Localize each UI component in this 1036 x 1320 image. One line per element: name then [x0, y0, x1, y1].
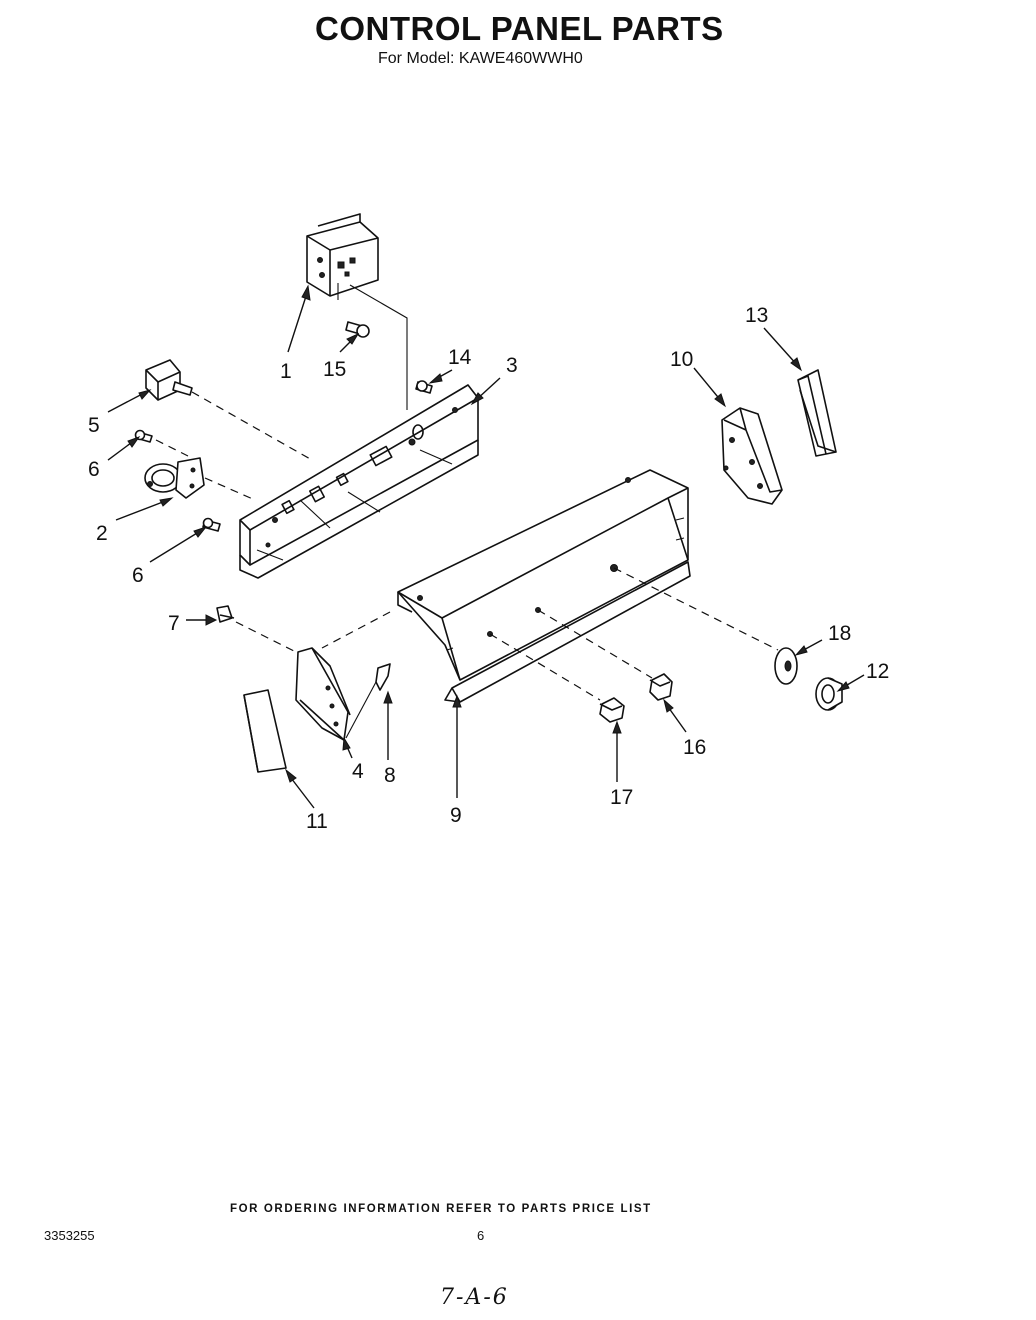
page-number: 6	[477, 1228, 485, 1243]
callout-10: 10	[670, 348, 693, 371]
handwritten-mark: 7-A-6	[440, 1285, 509, 1310]
part-5-switch	[145, 359, 193, 401]
callout-6-upper: 6	[88, 458, 100, 481]
part-11-end-insert	[243, 689, 287, 773]
callout-15: 15	[323, 358, 346, 381]
callout-9: 9	[450, 804, 462, 827]
part-15-screw	[345, 321, 370, 338]
callout-6-lower: 6	[132, 564, 144, 587]
callout-11: 11	[306, 810, 328, 833]
model-subtitle: For Model: KAWE460WWH0	[378, 50, 583, 67]
callout-18: 18	[828, 622, 851, 645]
callout-13: 13	[745, 304, 768, 327]
callout-17: 17	[610, 786, 633, 809]
leader-arrows	[107, 284, 865, 809]
callout-4: 4	[352, 760, 364, 783]
callout-2: 2	[96, 522, 108, 545]
callout-5: 5	[88, 414, 100, 437]
callout-12: 12	[866, 660, 889, 683]
callout-14: 14	[448, 346, 472, 369]
part-12-knob	[815, 677, 843, 711]
part-4-end-cap-left	[295, 647, 351, 741]
ordering-note: FOR ORDERING INFORMATION REFER TO PARTS …	[230, 1203, 652, 1215]
part-9-console-front	[397, 469, 691, 703]
part-18-washer	[774, 647, 798, 685]
callout-3: 3	[506, 354, 518, 377]
part-6-screw-lower	[202, 517, 221, 532]
part-14-screw	[415, 380, 433, 394]
part-2-pressure-switch	[144, 457, 205, 499]
callout-16: 16	[683, 736, 706, 759]
part-10-end-cap-right	[721, 407, 783, 505]
part-16-button	[649, 673, 673, 701]
part-7-clip	[216, 605, 235, 623]
part-1-timer	[306, 213, 379, 300]
callout-7: 7	[168, 612, 180, 635]
part-3-console-panel	[239, 384, 479, 579]
part-6-screw-upper	[134, 429, 153, 443]
callout-1: 1	[280, 360, 292, 383]
part-13-end-insert-right	[797, 369, 837, 457]
page-title: CONTROL PANEL PARTS	[315, 10, 724, 47]
document-number: 3353255	[44, 1228, 95, 1243]
part-17-button	[599, 697, 625, 723]
callout-8: 8	[384, 764, 396, 787]
part-8-screw	[345, 663, 391, 739]
